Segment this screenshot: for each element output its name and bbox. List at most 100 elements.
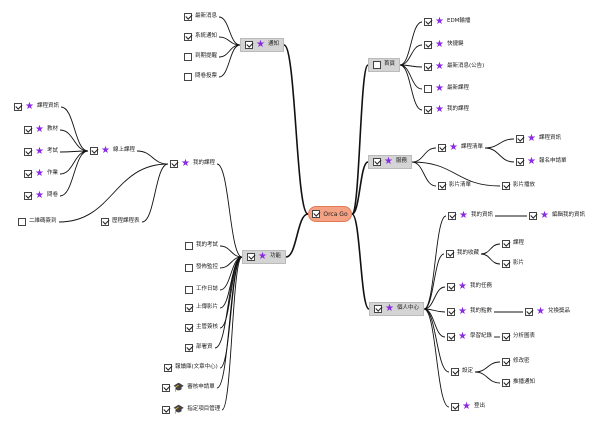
node-n1[interactable]: 最新消息 bbox=[182, 11, 219, 23]
checkbox[interactable] bbox=[185, 286, 193, 294]
checkbox[interactable] bbox=[502, 182, 510, 190]
checkbox[interactable] bbox=[185, 324, 193, 332]
checkbox[interactable] bbox=[424, 18, 432, 26]
node-personal[interactable]: ★個人中心 bbox=[369, 302, 424, 316]
checkbox[interactable] bbox=[424, 106, 432, 114]
node-p5a[interactable]: 分析圖表 bbox=[500, 331, 537, 343]
checkbox[interactable] bbox=[424, 85, 432, 93]
node-p2b[interactable]: 影片 bbox=[500, 258, 526, 270]
node-m2[interactable]: 二維碼簽到 bbox=[16, 216, 59, 228]
checkbox[interactable] bbox=[185, 344, 193, 352]
node-f9[interactable]: 🎓指定項目管理 bbox=[160, 404, 222, 416]
checkbox[interactable] bbox=[185, 242, 193, 250]
node-n3[interactable]: 到期提醒 bbox=[182, 51, 219, 63]
node-p4[interactable]: ★我的點數 bbox=[445, 306, 494, 318]
checkbox[interactable] bbox=[184, 33, 192, 41]
node-home[interactable]: 首頁 bbox=[368, 58, 401, 72]
node-h2[interactable]: ★快捷鍵 bbox=[422, 39, 465, 51]
checkbox[interactable] bbox=[170, 160, 178, 168]
checkbox[interactable] bbox=[247, 253, 255, 261]
node-f7[interactable]: 報讀庫(文章中心) bbox=[162, 362, 220, 374]
checkbox[interactable] bbox=[185, 264, 193, 272]
node-o2[interactable]: ★教材 bbox=[22, 124, 60, 136]
node-o4[interactable]: ★作業 bbox=[22, 168, 60, 180]
node-p2[interactable]: 我的收藏 bbox=[444, 248, 481, 260]
checkbox[interactable] bbox=[14, 103, 22, 111]
checkbox[interactable] bbox=[374, 305, 382, 313]
checkbox[interactable] bbox=[101, 218, 109, 226]
node-f3[interactable]: 工作日誌 bbox=[183, 284, 220, 296]
checkbox[interactable] bbox=[447, 308, 455, 316]
node-mycourse[interactable]: ★我的課程 bbox=[168, 158, 217, 170]
node-s1b[interactable]: ★報名申請單 bbox=[514, 156, 568, 168]
node-func[interactable]: ★功能 bbox=[242, 250, 286, 264]
checkbox[interactable] bbox=[502, 240, 510, 248]
node-h5[interactable]: ★我的課程 bbox=[422, 104, 471, 116]
checkbox[interactable] bbox=[424, 63, 432, 71]
checkbox[interactable] bbox=[502, 260, 510, 268]
node-h1[interactable]: ★EDM輪播 bbox=[422, 16, 472, 28]
node-n2[interactable]: 系統通知 bbox=[182, 31, 219, 43]
node-p2a[interactable]: 課程 bbox=[500, 238, 526, 250]
checkbox[interactable] bbox=[162, 406, 170, 414]
node-p4a[interactable]: ★兌換獎品 bbox=[523, 306, 572, 318]
node-s3[interactable]: 影片播放 bbox=[500, 180, 537, 192]
checkbox[interactable] bbox=[24, 192, 32, 200]
checkbox[interactable] bbox=[373, 158, 381, 166]
checkbox[interactable] bbox=[447, 333, 455, 341]
node-p3[interactable]: ★我的任務 bbox=[445, 281, 494, 293]
checkbox[interactable] bbox=[18, 218, 26, 226]
node-h3[interactable]: ★最新消息(公告) bbox=[422, 61, 486, 73]
node-online[interactable]: ★線上課程 bbox=[88, 145, 137, 157]
node-f4[interactable]: 上傳影片 bbox=[183, 302, 220, 314]
node-f5[interactable]: 主管簽核 bbox=[183, 322, 220, 334]
checkbox[interactable] bbox=[502, 358, 510, 366]
root-checkbox[interactable] bbox=[312, 210, 321, 218]
checkbox[interactable] bbox=[245, 41, 253, 49]
checkbox[interactable] bbox=[502, 379, 510, 387]
checkbox[interactable] bbox=[525, 308, 533, 316]
checkbox[interactable] bbox=[24, 148, 32, 156]
node-o1[interactable]: ★課程資訊 bbox=[12, 101, 61, 113]
node-s1[interactable]: ★課程清單 bbox=[436, 142, 485, 154]
node-p1a[interactable]: ★編輯我的資訊 bbox=[527, 210, 587, 222]
node-h4[interactable]: ★最新課程 bbox=[422, 83, 471, 95]
node-p1[interactable]: ★我的資訊 bbox=[446, 210, 495, 222]
checkbox[interactable] bbox=[185, 304, 193, 312]
checkbox[interactable] bbox=[529, 212, 537, 220]
checkbox[interactable] bbox=[184, 13, 192, 21]
node-notify[interactable]: ★通知 bbox=[240, 38, 284, 52]
checkbox[interactable] bbox=[424, 41, 432, 49]
checkbox[interactable] bbox=[90, 147, 98, 155]
node-s2[interactable]: 影片清單 bbox=[436, 180, 473, 192]
checkbox[interactable] bbox=[24, 126, 32, 134]
checkbox[interactable] bbox=[24, 170, 32, 178]
node-o3[interactable]: ★考試 bbox=[22, 146, 60, 158]
node-s1a[interactable]: ★課程資訊 bbox=[514, 133, 563, 145]
node-p6a[interactable]: 修改密 bbox=[500, 356, 532, 368]
checkbox[interactable] bbox=[373, 61, 381, 69]
checkbox[interactable] bbox=[451, 368, 459, 376]
checkbox[interactable] bbox=[184, 73, 192, 81]
checkbox[interactable] bbox=[184, 53, 192, 61]
node-p6[interactable]: 設定 bbox=[449, 366, 475, 378]
checkbox[interactable] bbox=[516, 158, 524, 166]
checkbox[interactable] bbox=[446, 250, 454, 258]
node-o5[interactable]: ★問卷 bbox=[22, 190, 60, 202]
node-f6[interactable]: 部署資 bbox=[183, 342, 215, 354]
checkbox[interactable] bbox=[516, 135, 524, 143]
checkbox[interactable] bbox=[438, 144, 446, 152]
checkbox[interactable] bbox=[447, 283, 455, 291]
checkbox[interactable] bbox=[438, 182, 446, 190]
node-p5[interactable]: ★學習紀錄 bbox=[445, 331, 494, 343]
checkbox[interactable] bbox=[451, 403, 459, 411]
node-service[interactable]: ★服務 bbox=[368, 155, 412, 169]
node-n4[interactable]: 問卷投票 bbox=[182, 71, 219, 83]
node-f8[interactable]: 🎓審核申請單 bbox=[160, 382, 217, 394]
node-p7[interactable]: ★登出 bbox=[449, 401, 487, 413]
checkbox[interactable] bbox=[162, 384, 170, 392]
node-m3[interactable]: 歷程課程表 bbox=[99, 216, 142, 228]
checkbox[interactable] bbox=[502, 333, 510, 341]
node-f2[interactable]: 發佈監控 bbox=[183, 262, 220, 274]
checkbox[interactable] bbox=[448, 212, 456, 220]
